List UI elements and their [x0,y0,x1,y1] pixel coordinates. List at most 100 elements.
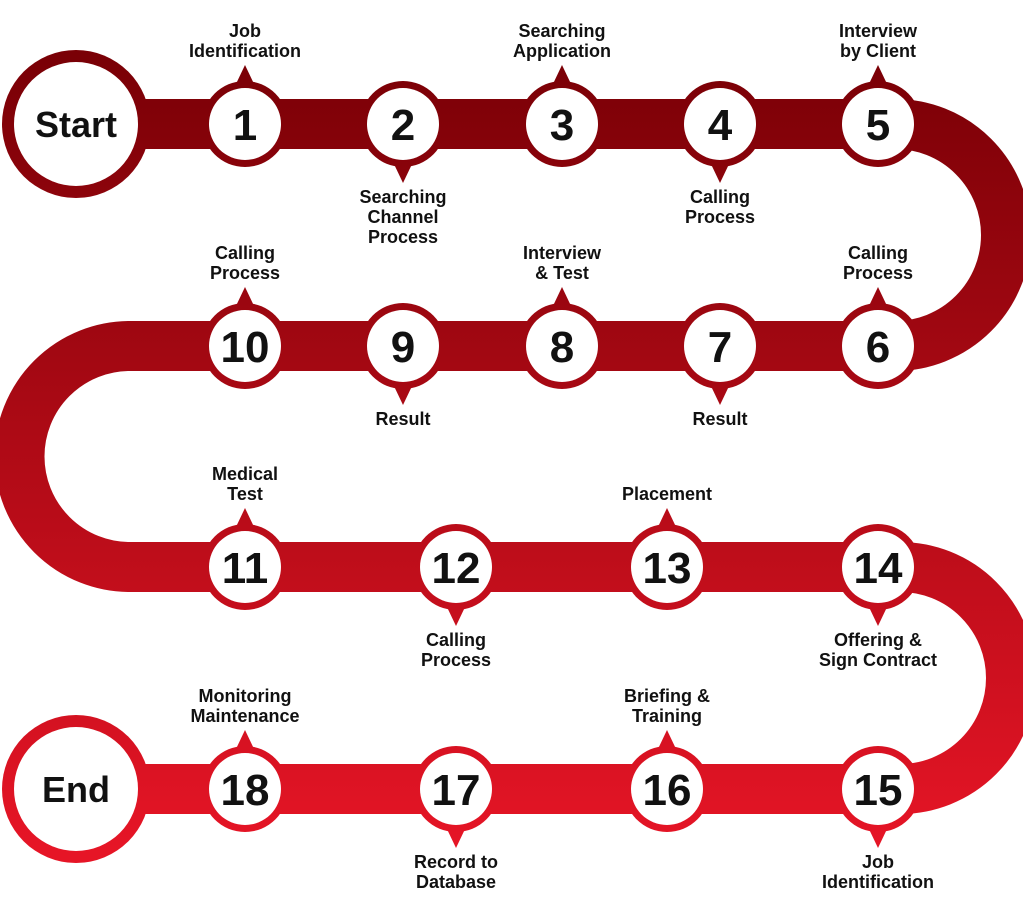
pointer-triangle-icon [446,827,466,848]
step-circle [209,753,281,825]
pointer-triangle-icon [868,287,888,308]
step-circle [420,531,492,603]
step-circle [209,531,281,603]
step-number: 3 [550,101,574,150]
step-circle [631,753,703,825]
step-label: Process [368,227,438,247]
pointer-triangle-icon [235,287,255,308]
step-number: 18 [221,766,270,815]
step-label: Monitoring [199,686,292,706]
step-circle [209,310,281,382]
pointer-triangle-icon [868,827,888,848]
step-circle [684,88,756,160]
step-number: 11 [222,544,269,593]
step-number: 1 [233,101,257,150]
step-label: Result [692,409,747,429]
step-label: Test [227,484,263,504]
step-label: Identification [189,41,301,61]
step-circle [842,753,914,825]
step-label: Medical [212,464,278,484]
step-circle [684,310,756,382]
step-label: Application [513,41,611,61]
step-number: 4 [708,101,733,150]
step-label: Calling [690,187,750,207]
step-circle [209,88,281,160]
step-circle [842,310,914,382]
step-label: Interview [839,21,918,41]
start-label: Start [35,104,117,145]
step-label: Job [229,21,261,41]
step-circle [420,753,492,825]
step-label: Maintenance [190,706,299,726]
step-label: Record to [414,852,498,872]
step-circle [367,88,439,160]
step-label: Process [421,650,491,670]
step-number: 9 [391,323,415,372]
step-label: Sign Contract [819,650,937,670]
pointer-triangle-icon [657,508,677,529]
pointer-triangle-icon [710,162,730,183]
step-label: & Test [535,263,589,283]
pointer-triangle-icon [393,162,413,183]
step-label: Database [416,872,496,892]
step-label: Training [632,706,702,726]
step-label: Searching [359,187,446,207]
step-circle [526,310,598,382]
pointer-triangle-icon [446,605,466,626]
step-label: Identification [822,872,934,892]
step-number: 17 [432,766,481,815]
step-label: Briefing & [624,686,710,706]
roadmap-path [0,99,1023,814]
step-number: 7 [708,323,732,372]
pointer-triangle-icon [235,65,255,86]
step-label: Calling [848,243,908,263]
step-circle [842,531,914,603]
start-node: Start [2,50,150,198]
step-number: 10 [221,323,270,372]
step-number: 2 [391,101,415,150]
pointer-triangle-icon [235,730,255,751]
pointer-triangle-icon [657,730,677,751]
end-node: End [2,715,150,863]
step-number: 6 [866,323,890,372]
pointer-triangle-icon [393,384,413,405]
pointer-triangle-icon [868,65,888,86]
step-number: 5 [866,101,890,150]
step-number: 16 [643,766,692,815]
pointer-triangle-icon [552,287,572,308]
step-number: 12 [432,544,481,593]
step-13: 13 Placement [622,484,712,610]
step-label: Channel [367,207,438,227]
step-label: Placement [622,484,712,504]
step-circle [631,531,703,603]
step-circle [842,88,914,160]
pointer-triangle-icon [235,508,255,529]
step-label: Process [210,263,280,283]
step-label: Result [375,409,430,429]
step-number: 13 [643,544,692,593]
step-label: by Client [840,41,916,61]
step-label: Process [843,263,913,283]
step-label: Calling [426,630,486,650]
step-16: 16 Briefing &Training [624,686,710,832]
step-circle [367,310,439,382]
step-number: 15 [854,766,903,815]
end-label: End [42,769,110,810]
step-label: Process [685,207,755,227]
step-number: 8 [550,323,574,372]
